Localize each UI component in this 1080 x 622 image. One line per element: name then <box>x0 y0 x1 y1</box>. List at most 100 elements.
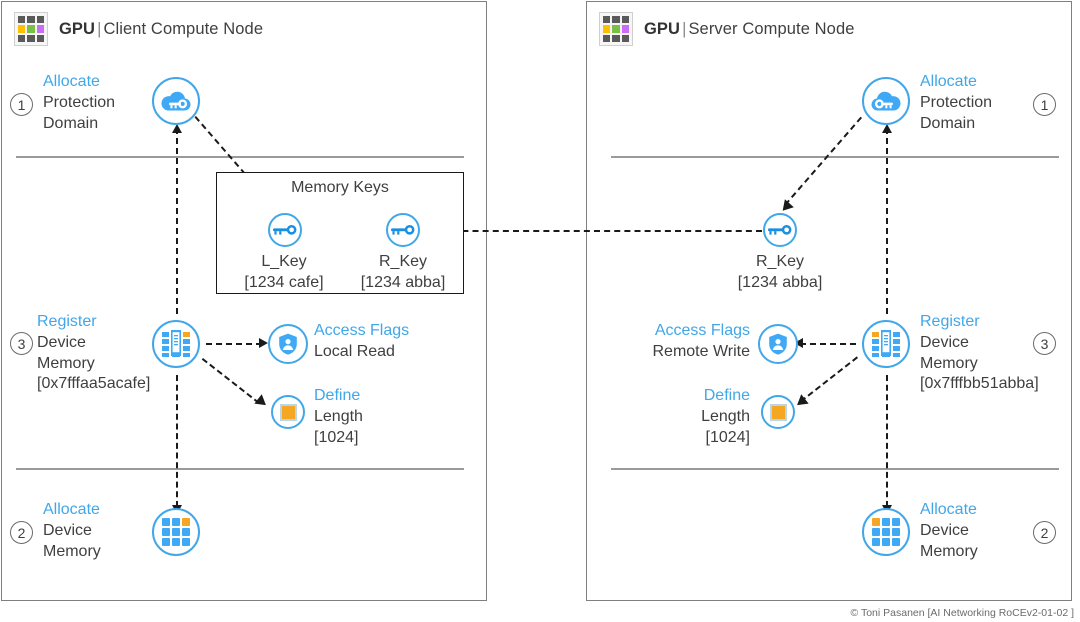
server-rkey-icon[interactable] <box>763 213 797 247</box>
server-rkey-name: R_Key <box>755 253 805 270</box>
server-title-separator: | <box>682 19 687 38</box>
key-glyph <box>391 224 415 235</box>
client-allocate-memory-line3: Memory <box>43 542 101 560</box>
client-register-line3: Memory <box>37 354 95 372</box>
client-step-2-number: 2 <box>10 521 33 544</box>
server-node-label: Server Compute Node <box>688 19 855 38</box>
client-access-flags-title: Access Flags <box>314 322 410 339</box>
client-panel-title: GPU|Client Compute Node <box>59 20 263 39</box>
cloud-key-icon[interactable] <box>152 77 200 125</box>
shield-user-glyph <box>279 333 297 355</box>
lkey-icon[interactable] <box>268 213 302 247</box>
client-allocate-pd-line2: Protection <box>43 93 116 111</box>
gpu-chip-icon <box>14 12 48 46</box>
client-define-line2: Length <box>314 407 363 425</box>
client-connector-spine-lower <box>176 375 178 507</box>
server-allocate-memory-label: Allocate Device Memory <box>920 500 978 562</box>
server-divider-bottom <box>611 468 1059 470</box>
rkey-value: [1234 abba] <box>360 273 446 291</box>
server-step-1-number: 1 <box>1033 93 1056 116</box>
client-register-memory-label: Register Device Memory [0x7fffaa5acafe] <box>37 312 150 395</box>
server-register-address: [0x7fffbb51abba] <box>920 375 1039 393</box>
client-allocate-memory-line2: Device <box>43 521 92 539</box>
shield-user-icon[interactable] <box>268 324 308 364</box>
server-allocate-memory-line3: Memory <box>920 542 978 560</box>
client-define-title: Define <box>314 387 361 404</box>
client-divider-top <box>16 156 464 158</box>
client-allocate-memory-title: Allocate <box>43 501 100 518</box>
server-allocate-memory-line2: Device <box>920 521 969 539</box>
shield-user-icon[interactable] <box>758 324 798 364</box>
rkey-icon[interactable] <box>386 213 420 247</box>
memory-grid-icon[interactable] <box>152 508 200 556</box>
client-panel-header: GPU|Client Compute Node <box>14 12 263 46</box>
server-access-flags-title: Access Flags <box>654 322 750 339</box>
client-access-flags-value: Local Read <box>314 342 395 360</box>
client-connector-spine-upper <box>176 128 178 314</box>
memory-grid-glyph <box>162 518 190 546</box>
orange-square-glyph <box>279 403 297 421</box>
server-connector-spine-upper <box>886 128 888 314</box>
memory-register-glyph <box>162 330 190 357</box>
client-allocate-pd-line3: Domain <box>43 114 99 132</box>
client-gpu-label: GPU <box>59 19 96 38</box>
orange-square-glyph <box>769 403 787 421</box>
server-step-2-number: 2 <box>1033 521 1056 544</box>
server-rkey-label: R_Key [1234 abba] <box>724 252 836 294</box>
memory-register-icon[interactable] <box>152 320 200 368</box>
client-title-separator: | <box>97 19 102 38</box>
server-arrow-to-access-flags <box>794 338 803 348</box>
memory-register-icon[interactable] <box>862 320 910 368</box>
memory-grid-glyph <box>872 518 900 546</box>
rkey-label: R_Key [1234 abba] <box>347 252 459 294</box>
memory-register-glyph <box>872 330 900 357</box>
server-register-line3: Memory <box>920 354 978 372</box>
server-divider-top <box>611 156 1059 158</box>
lkey-value: [1234 cafe] <box>244 273 324 291</box>
client-allocate-pd-title: Allocate <box>43 73 100 90</box>
client-step-3-number: 3 <box>10 332 33 355</box>
client-arrow-to-protection-domain <box>172 124 182 133</box>
orange-square-icon[interactable] <box>271 395 305 429</box>
client-allocate-memory-label: Allocate Device Memory <box>43 500 101 562</box>
server-allocate-pd-title: Allocate <box>920 73 977 90</box>
server-allocate-pd-label: Allocate Protection Domain <box>920 72 992 134</box>
client-compute-node-panel: GPU|Client Compute Node <box>1 1 487 601</box>
gpu-chip-icon <box>599 12 633 46</box>
server-connector-spine-lower <box>886 375 888 507</box>
server-define-value: [1024] <box>705 428 750 446</box>
client-register-title: Register <box>37 313 97 330</box>
memory-grid-icon[interactable] <box>862 508 910 556</box>
client-access-flags-label: Access Flags Local Read <box>314 321 409 363</box>
orange-square-icon[interactable] <box>761 395 795 429</box>
cloud-key-glyph <box>161 91 191 111</box>
server-arrow-to-protection-domain <box>882 124 892 133</box>
memory-keys-box: Memory Keys <box>216 172 464 294</box>
client-define-length-label: Define Length [1024] <box>314 386 363 448</box>
server-register-line2: Device <box>920 333 969 351</box>
client-define-value: [1024] <box>314 428 359 446</box>
server-rkey-value: [1234 abba] <box>737 273 823 291</box>
server-step-3-number: 3 <box>1033 332 1056 355</box>
server-define-title: Define <box>703 387 750 404</box>
memory-keys-title: Memory Keys <box>291 179 389 196</box>
cloud-key-icon[interactable] <box>862 77 910 125</box>
server-define-line2: Length <box>701 407 750 425</box>
key-glyph <box>273 224 297 235</box>
server-register-memory-label: Register Device Memory [0x7fffbb51abba] <box>920 312 1039 395</box>
client-node-label: Client Compute Node <box>103 19 264 38</box>
server-allocate-memory-title: Allocate <box>920 501 977 518</box>
server-allocate-pd-line3: Domain <box>920 114 976 132</box>
copyright-notice: © Toni Pasanen [AI Networking RoCEv2-01-… <box>850 607 1075 619</box>
server-allocate-pd-line2: Protection <box>920 93 993 111</box>
client-allocate-pd-label: Allocate Protection Domain <box>43 72 115 134</box>
server-panel-header: GPU|Server Compute Node <box>599 12 855 46</box>
client-register-line2: Device <box>37 333 86 351</box>
server-define-length-label: Define Length [1024] <box>604 386 750 448</box>
rkey-transfer-connector <box>432 230 762 232</box>
server-connector-to-access-flags <box>800 343 856 345</box>
server-panel-title: GPU|Server Compute Node <box>644 20 855 39</box>
lkey-label: L_Key [1234 cafe] <box>228 252 340 294</box>
lkey-name: L_Key <box>261 253 307 270</box>
